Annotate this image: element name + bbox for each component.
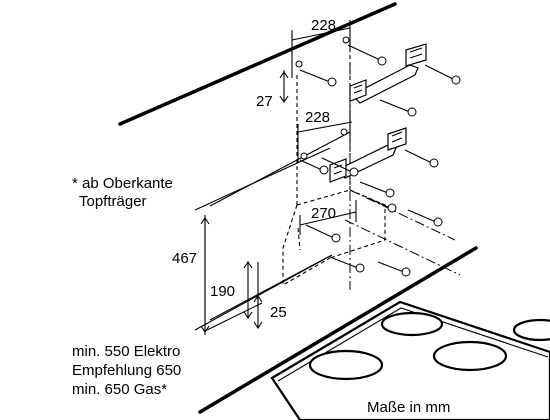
note-units: Maße in mm xyxy=(367,399,450,416)
dim-height-190-label: 190 xyxy=(210,283,235,300)
hob xyxy=(198,246,550,420)
upper-screws xyxy=(299,44,461,117)
dim-height-total-label: 467 xyxy=(172,250,197,267)
upper-bracket xyxy=(349,43,427,104)
note-distance-line2: Empfehlung 650 xyxy=(72,362,181,379)
dim-top-228: 228 xyxy=(291,17,351,78)
middle-screws xyxy=(299,149,443,227)
lower-screws xyxy=(305,197,411,277)
dim-190: 190 xyxy=(210,261,253,319)
dim-top-width-label: 228 xyxy=(311,17,336,34)
note-distance-line1: min. 550 Elektro xyxy=(72,343,180,360)
note-distance-line3: min. 650 Gas* xyxy=(72,381,167,398)
dim-27: 27 xyxy=(256,70,289,110)
note-asterisk-line2: Topfträger xyxy=(79,193,147,210)
dim-25: 25 xyxy=(253,295,287,329)
ceiling-line xyxy=(118,2,397,126)
note-asterisk-line1: * ab Oberkante xyxy=(72,175,173,192)
dim-mid-width-label: 228 xyxy=(305,109,330,126)
dim-270: 270 xyxy=(299,200,357,235)
dim-mid-228: 228 xyxy=(297,109,353,162)
dim-467: 467 xyxy=(172,217,210,333)
center-lines xyxy=(344,65,461,290)
dim-offset-25-label: 25 xyxy=(270,304,287,321)
dim-top-offset-label: 27 xyxy=(256,93,273,110)
dim-depth-label: 270 xyxy=(311,205,336,222)
